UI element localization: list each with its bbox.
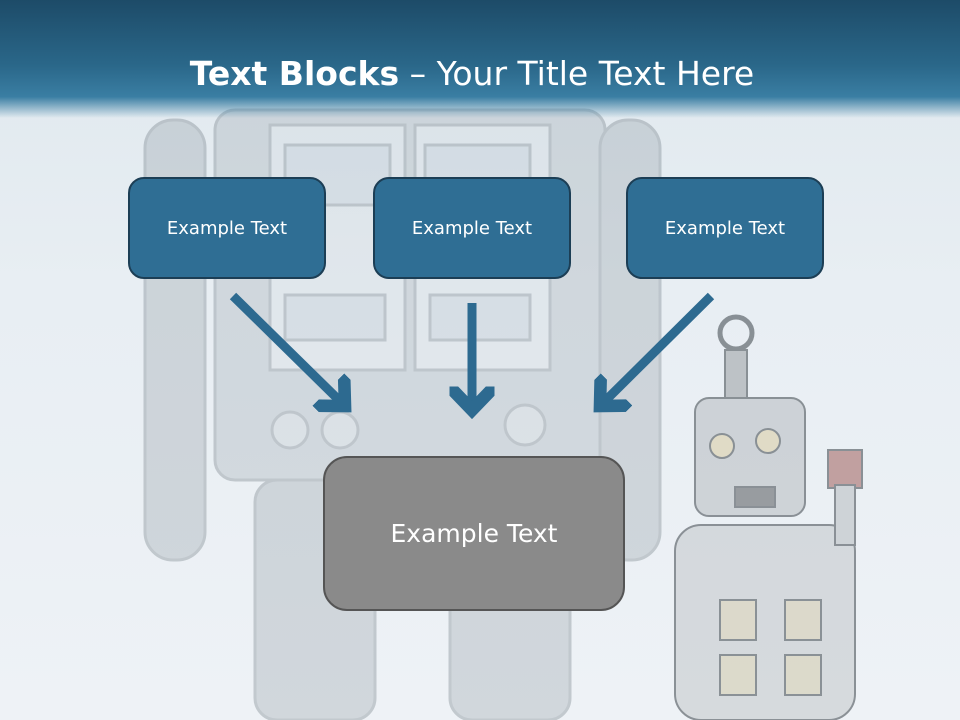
- slide-title-rest: Your Title Text Here: [436, 54, 755, 93]
- text-block-2-label: Example Text: [411, 217, 533, 239]
- main-text-block[interactable]: Example Text: [323, 456, 625, 611]
- arrow-left: [229, 292, 345, 406]
- arrow-right: [600, 292, 715, 406]
- title-dash: –: [399, 54, 437, 93]
- text-block-1[interactable]: Example Text: [128, 177, 326, 279]
- text-block-2[interactable]: Example Text: [373, 177, 571, 279]
- slide-title-bold: Text Blocks: [189, 54, 400, 93]
- title-bar: [0, 0, 960, 118]
- text-block-3-label: Example Text: [664, 217, 786, 239]
- text-block-1-label: Example Text: [166, 217, 288, 239]
- text-block-3[interactable]: Example Text: [626, 177, 824, 279]
- slide-title: Text Blocks – Your Title Text Here: [0, 52, 944, 96]
- main-text-block-label: Example Text: [390, 519, 558, 548]
